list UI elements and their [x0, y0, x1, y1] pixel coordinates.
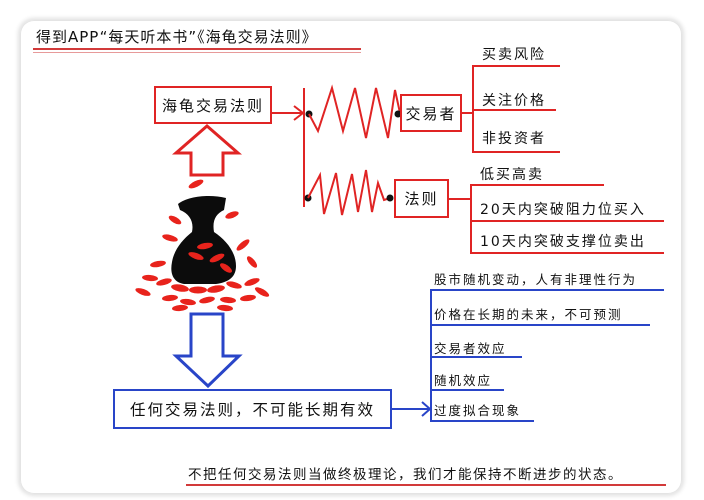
- title-underline-secondary: [33, 52, 361, 53]
- leaf-underline: [472, 109, 556, 111]
- leaf-underline: [430, 356, 522, 358]
- arrow-down-icon: [172, 312, 243, 389]
- footer-conclusion: 不把任何交易法则当做终极理论，我们才能保持不断进步的状态。: [188, 467, 623, 483]
- money-bag-with-coins-icon: [135, 179, 270, 312]
- leaf-20day-breakout-buy: 20天内突破阻力位买入: [480, 202, 646, 218]
- leaf-underline: [472, 151, 560, 153]
- spring-icon: [304, 169, 394, 216]
- arrow-up-icon: [171, 124, 243, 177]
- title-underline: [33, 48, 361, 50]
- leaf-random-effect: 随机效应: [434, 373, 493, 388]
- leaf-10day-breakout-sell: 10天内突破支撑位卖出: [480, 234, 646, 250]
- leaf-underline: [472, 65, 560, 67]
- leaf-underline: [430, 289, 664, 291]
- spring-icon: [305, 84, 402, 139]
- root-node-no-rule-lasts: 任何交易法则，不可能长期有效: [113, 389, 392, 429]
- bracket-line: [430, 289, 432, 421]
- leaf-trader-effect: 交易者效应: [434, 341, 507, 356]
- leaf-underline: [430, 389, 504, 391]
- leaf-focus-price: 关注价格: [482, 93, 546, 109]
- connector-line: [449, 198, 471, 200]
- page-title: 得到APP“每天听本书”《海龟交易法则》: [36, 28, 318, 46]
- leaf-underline: [430, 324, 650, 326]
- root-node-turtle-trading-rules: 海龟交易法则: [154, 86, 272, 124]
- leaf-random-market: 股市随机变动，人有非理性行为: [434, 272, 638, 287]
- bracket-line: [470, 184, 472, 254]
- leaf-underline: [470, 220, 664, 222]
- node-trader: 交易者: [400, 94, 462, 132]
- footer-underline: [186, 484, 666, 486]
- connector-arrow-right-icon: [392, 401, 432, 417]
- node-rules: 法则: [394, 179, 449, 218]
- leaf-underline: [470, 184, 604, 186]
- connector-arrow-right-icon: [272, 105, 305, 121]
- leaf-buy-low-sell-high: 低买高卖: [480, 167, 544, 183]
- leaf-unpredictable-price: 价格在长期的未来，不可预测: [434, 307, 623, 322]
- leaf-underline: [430, 420, 534, 422]
- leaf-overfitting: 过度拟合现象: [434, 403, 522, 418]
- leaf-trading-risk: 买卖风险: [482, 47, 546, 63]
- leaf-non-investor: 非投资者: [482, 131, 546, 147]
- connector-line: [462, 112, 474, 114]
- leaf-underline: [470, 252, 664, 254]
